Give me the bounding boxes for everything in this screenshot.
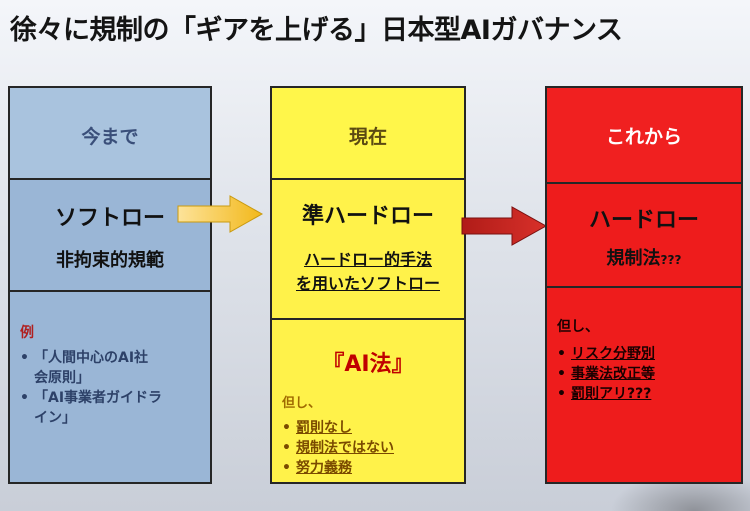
column-before-header: 今まで: [81, 126, 139, 148]
column-current-main-section: 準ハードロー ハードロー的手法 を用いたソフトロー: [272, 180, 464, 320]
list-item: •事業法改正等: [557, 366, 655, 382]
ai-act-label: 『AI法』: [322, 352, 414, 377]
column-before-main-section: ソフトロー 非拘束的規範: [10, 180, 210, 292]
caveats-list: •罰則なし •規制法ではない •努力義務: [282, 418, 394, 478]
arrow-right-icon: [177, 195, 264, 233]
examples-label: 例: [20, 325, 34, 341]
column-future-header: これから: [605, 126, 682, 148]
column-current: 現在 準ハードロー ハードロー的手法 を用いたソフトロー 『AI法』 但し、 •…: [270, 86, 466, 484]
note-label: 但し、: [282, 396, 322, 411]
column-future-main-section: ハードロー 規制法???: [547, 184, 741, 288]
list-item: •規制法ではない: [282, 440, 394, 456]
list-item: •罰則なし: [282, 420, 352, 436]
non-binding-norms-label: 非拘束的規範: [56, 250, 164, 271]
column-future-header-section: これから: [547, 88, 741, 184]
list-item: •努力義務: [282, 460, 352, 476]
column-before-examples-section: 例 • 「人間中心のAI社 会原則」 • 「AI事業者ガイドラ イン」: [10, 292, 210, 482]
quasi-hard-law-label: 準ハードロー: [301, 204, 434, 229]
soft-law-label: ソフトロー: [54, 206, 165, 231]
hard-law-method-line-2: を用いたソフトロー: [295, 274, 440, 293]
hard-law-method-line-1: ハードロー的手法: [303, 250, 432, 269]
regulatory-law-label: 規制法???: [606, 248, 682, 269]
list-item: • 「AI事業者ガイドラ イン」: [20, 390, 163, 426]
future-list: •リスク分野別 •事業法改正等 •罰則アリ???: [557, 344, 655, 404]
examples-list: • 「人間中心のAI社 会原則」 • 「AI事業者ガイドラ イン」: [20, 348, 162, 428]
list-item: •罰則アリ???: [557, 386, 652, 402]
list-item: • 「人間中心のAI社 会原則」: [20, 350, 149, 386]
column-future-details-section: 但し、 •リスク分野別 •事業法改正等 •罰則アリ???: [547, 288, 741, 482]
column-current-header: 現在: [348, 126, 387, 148]
list-item: •リスク分野別: [557, 346, 655, 362]
column-future: これから ハードロー 規制法??? 但し、 •リスク分野別 •事業法改正等 •罰…: [545, 86, 743, 484]
slide-title: 徐々に規制の「ギアを上げる」日本型AIガバナンス: [10, 15, 623, 46]
arrow-right-icon: [461, 206, 548, 246]
note-label: 但し、: [557, 319, 599, 335]
column-current-header-section: 現在: [272, 88, 464, 180]
column-before-header-section: 今まで: [10, 88, 210, 180]
column-current-law-section: 『AI法』 但し、 •罰則なし •規制法ではない •努力義務: [272, 320, 464, 482]
hard-law-label: ハードロー: [588, 208, 699, 233]
column-before: 今まで ソフトロー 非拘束的規範 例 • 「人間中心のAI社 会原則」 • 「A…: [8, 86, 212, 484]
